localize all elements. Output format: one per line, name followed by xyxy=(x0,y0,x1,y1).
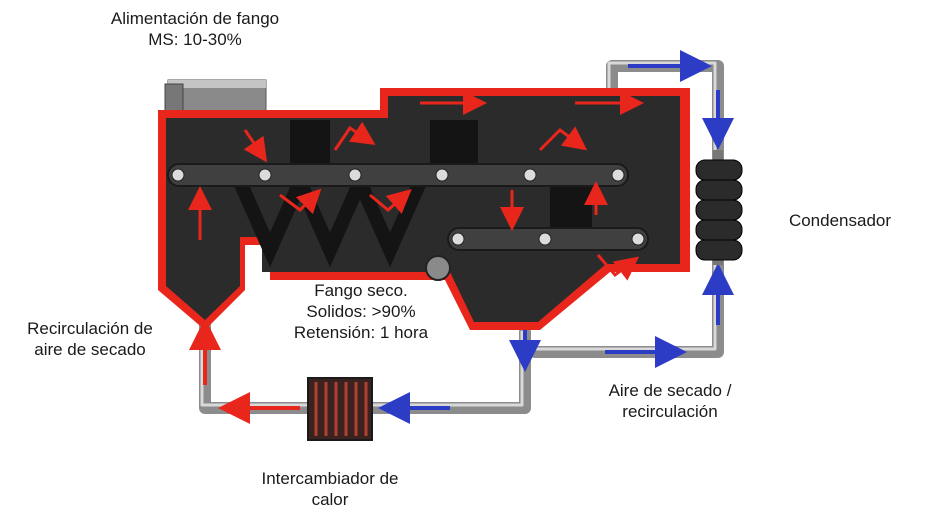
roller xyxy=(538,232,552,246)
label-recirculation: Recirculación de aire de secado xyxy=(27,319,153,359)
label-dried-sludge: Fango seco. Solidos: >90% Retensión: 1 h… xyxy=(293,281,429,342)
label-condenser: Condensador xyxy=(788,211,892,230)
roller xyxy=(435,168,449,182)
discharge-roller xyxy=(425,255,451,281)
upper-conveyor-belt xyxy=(167,163,629,187)
roller xyxy=(451,232,465,246)
label-drying-air: Aire de secado / recirculación xyxy=(608,381,732,421)
label-feed: Alimentación de fango MS: 10-30% xyxy=(110,9,280,49)
heat-exchanger xyxy=(307,377,373,441)
label-heat-exchanger: Intercambiador de calor xyxy=(261,469,399,509)
lower-conveyor-belt xyxy=(447,227,649,251)
roller xyxy=(348,168,362,182)
condenser xyxy=(695,150,743,265)
roller xyxy=(631,232,645,246)
dryer-housing xyxy=(158,88,690,330)
internal-airflow-arrows xyxy=(188,91,644,281)
feed-hopper xyxy=(164,79,267,115)
roller xyxy=(171,168,185,182)
roller xyxy=(523,168,537,182)
roller xyxy=(258,168,272,182)
roller xyxy=(611,168,625,182)
